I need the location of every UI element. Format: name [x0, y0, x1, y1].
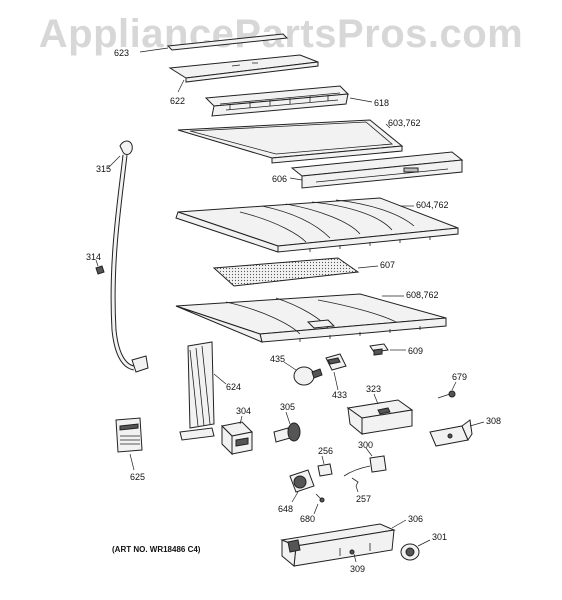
- callout-609: 609: [408, 346, 423, 356]
- callout-306: 306: [408, 514, 423, 524]
- part-301-cap[interactable]: [400, 539, 431, 561]
- part-315-tube[interactable]: [107, 140, 149, 373]
- callout-624: 624: [226, 382, 241, 392]
- callout-608-762: 608,762: [406, 290, 439, 300]
- part-300-switch[interactable]: [343, 447, 387, 477]
- part-306-bracket[interactable]: [280, 519, 407, 567]
- part-618[interactable]: [204, 85, 373, 117]
- callout-300: 300: [358, 440, 373, 450]
- callout-309: 309: [350, 564, 365, 574]
- part-435-bulb[interactable]: [283, 361, 323, 386]
- callout-618: 618: [374, 98, 389, 108]
- callout-435: 435: [270, 354, 285, 364]
- part-680-screw[interactable]: [313, 493, 325, 515]
- callout-304: 304: [236, 406, 251, 416]
- part-607-mesh[interactable]: [212, 257, 379, 287]
- callout-680: 680: [300, 514, 315, 524]
- callout-648: 648: [278, 504, 293, 514]
- callout-315: 315: [96, 164, 111, 174]
- part-323-housing[interactable]: [346, 393, 414, 436]
- part-433-socket[interactable]: [325, 353, 347, 391]
- part-308-bracket[interactable]: [429, 419, 485, 447]
- part-648-motor[interactable]: [289, 469, 315, 503]
- callout-433: 433: [332, 390, 347, 400]
- part-624-duct[interactable]: [179, 341, 227, 441]
- callout-622: 622: [170, 96, 185, 106]
- callout-314: 314: [86, 252, 101, 262]
- callout-305: 305: [280, 402, 295, 412]
- part-304-thermostat[interactable]: [220, 415, 254, 456]
- callout-623: 623: [114, 48, 129, 58]
- part-314-clip[interactable]: [95, 259, 105, 275]
- part-608-pan[interactable]: [175, 293, 447, 343]
- part-609[interactable]: [369, 343, 406, 356]
- callout-labels: 623 622 618 603,762 315 606 604,762 314 …: [86, 48, 501, 574]
- part-305-knob[interactable]: [273, 411, 301, 443]
- callout-625: 625: [130, 472, 145, 482]
- callout-607: 607: [380, 260, 395, 270]
- part-606[interactable]: [289, 151, 464, 189]
- callout-301: 301: [432, 532, 447, 542]
- callout-603-762: 603,762: [388, 118, 421, 128]
- part-256-connector[interactable]: [317, 455, 333, 477]
- part-604-cover[interactable]: [175, 197, 459, 253]
- callout-604-762: 604,762: [416, 200, 449, 210]
- part-257-clip[interactable]: [351, 477, 359, 493]
- callout-256: 256: [318, 446, 333, 456]
- part-623[interactable]: [139, 33, 289, 53]
- part-679-screw[interactable]: [437, 381, 457, 399]
- callout-323: 323: [366, 384, 381, 394]
- callout-679: 679: [452, 372, 467, 382]
- part-309-screw[interactable]: [353, 553, 357, 563]
- callout-308: 308: [486, 416, 501, 426]
- callout-257: 257: [356, 494, 371, 504]
- part-625-louver[interactable]: [115, 417, 143, 471]
- callout-606: 606: [272, 174, 287, 184]
- part-622[interactable]: [168, 54, 319, 93]
- part-603-shelf[interactable]: [177, 119, 404, 164]
- art-number: (ART NO. WR18486 C4): [112, 545, 201, 554]
